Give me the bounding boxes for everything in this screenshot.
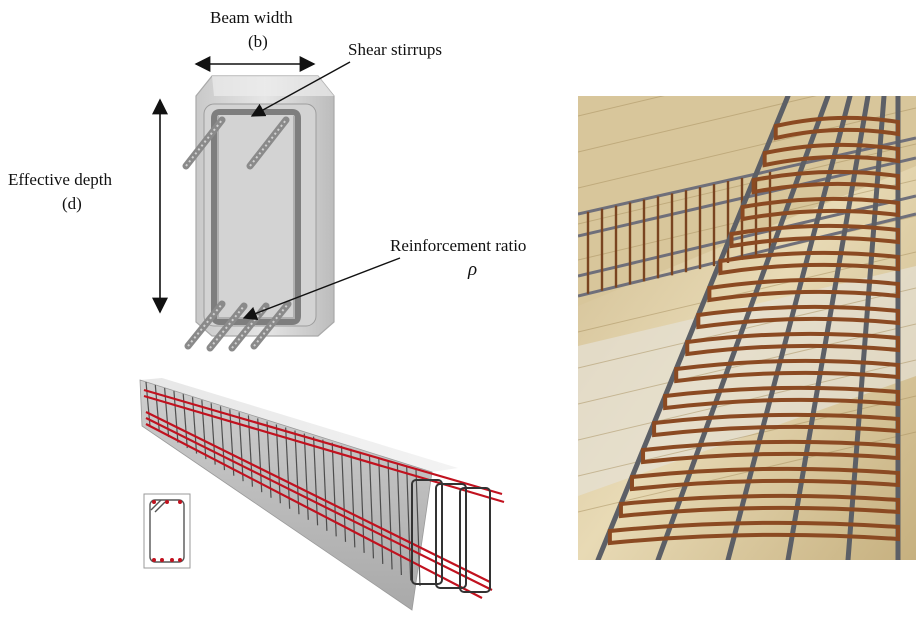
rebar-cage-photo xyxy=(578,96,916,560)
beam-stirrup-line xyxy=(294,430,300,515)
photo-column-stirrup xyxy=(762,142,900,168)
beam-stirrup-line xyxy=(322,439,328,531)
beam-stirrup-line xyxy=(191,397,198,454)
photo-column-stirrup xyxy=(641,439,900,465)
beam-stirrup-line xyxy=(219,406,226,471)
photo-column-stirrup xyxy=(718,250,900,276)
photo-column-stirrup xyxy=(707,277,900,303)
photo-column-stirrup xyxy=(629,466,900,492)
cross-section-inset xyxy=(143,493,191,569)
reinforcement-ratio-leader xyxy=(242,257,401,321)
photo-column-stirrup xyxy=(618,493,900,519)
photo-column-stirrup xyxy=(652,412,900,438)
beam-width-symbol: (b) xyxy=(248,32,268,51)
beam-cross-section-diagram xyxy=(152,56,401,352)
exposed-end-stirrups xyxy=(411,479,491,593)
photo-column-stirrup xyxy=(685,331,900,357)
beam-stirrup-line xyxy=(210,403,216,465)
photo-column-stirrup xyxy=(607,520,900,546)
photo-column-stirrup xyxy=(663,385,900,411)
beam-stirrup-line xyxy=(303,433,309,520)
photo-column-stirrup xyxy=(696,304,900,330)
beam-stirrup-line xyxy=(266,421,272,498)
reinforcement-ratio-label: Reinforcement ratio xyxy=(390,236,527,255)
beam-stirrup-line xyxy=(285,427,291,509)
beam-stirrup-line xyxy=(331,442,337,537)
beam-stirrup-line xyxy=(275,424,281,504)
beam-longitudinal-rebars xyxy=(143,388,505,599)
beam-width-label: Beam width xyxy=(210,8,293,27)
photo-column-stirrup xyxy=(751,169,900,195)
effective-depth-label: Effective depth xyxy=(8,170,113,189)
beam-stirrup-line xyxy=(312,436,319,526)
top-hook-bars xyxy=(182,116,290,170)
photo-column-stirrup xyxy=(773,115,900,141)
photo-column-stirrups xyxy=(607,115,900,546)
beam-3d-rendering xyxy=(139,378,505,611)
effective-depth-symbol: (d) xyxy=(62,194,82,213)
photo-column-stirrup xyxy=(740,196,900,222)
shear-stirrups-leader xyxy=(250,61,351,117)
beam-stirrup-line xyxy=(201,400,207,460)
reinforcement-ratio-symbol: ρ xyxy=(468,259,478,280)
photo-column-stirrup xyxy=(729,223,900,249)
shear-stirrups-label: Shear stirrups xyxy=(348,40,442,59)
bottom-rebars xyxy=(184,300,292,352)
photo-column-stirrup xyxy=(674,358,900,384)
stirrup-shape xyxy=(211,109,301,325)
